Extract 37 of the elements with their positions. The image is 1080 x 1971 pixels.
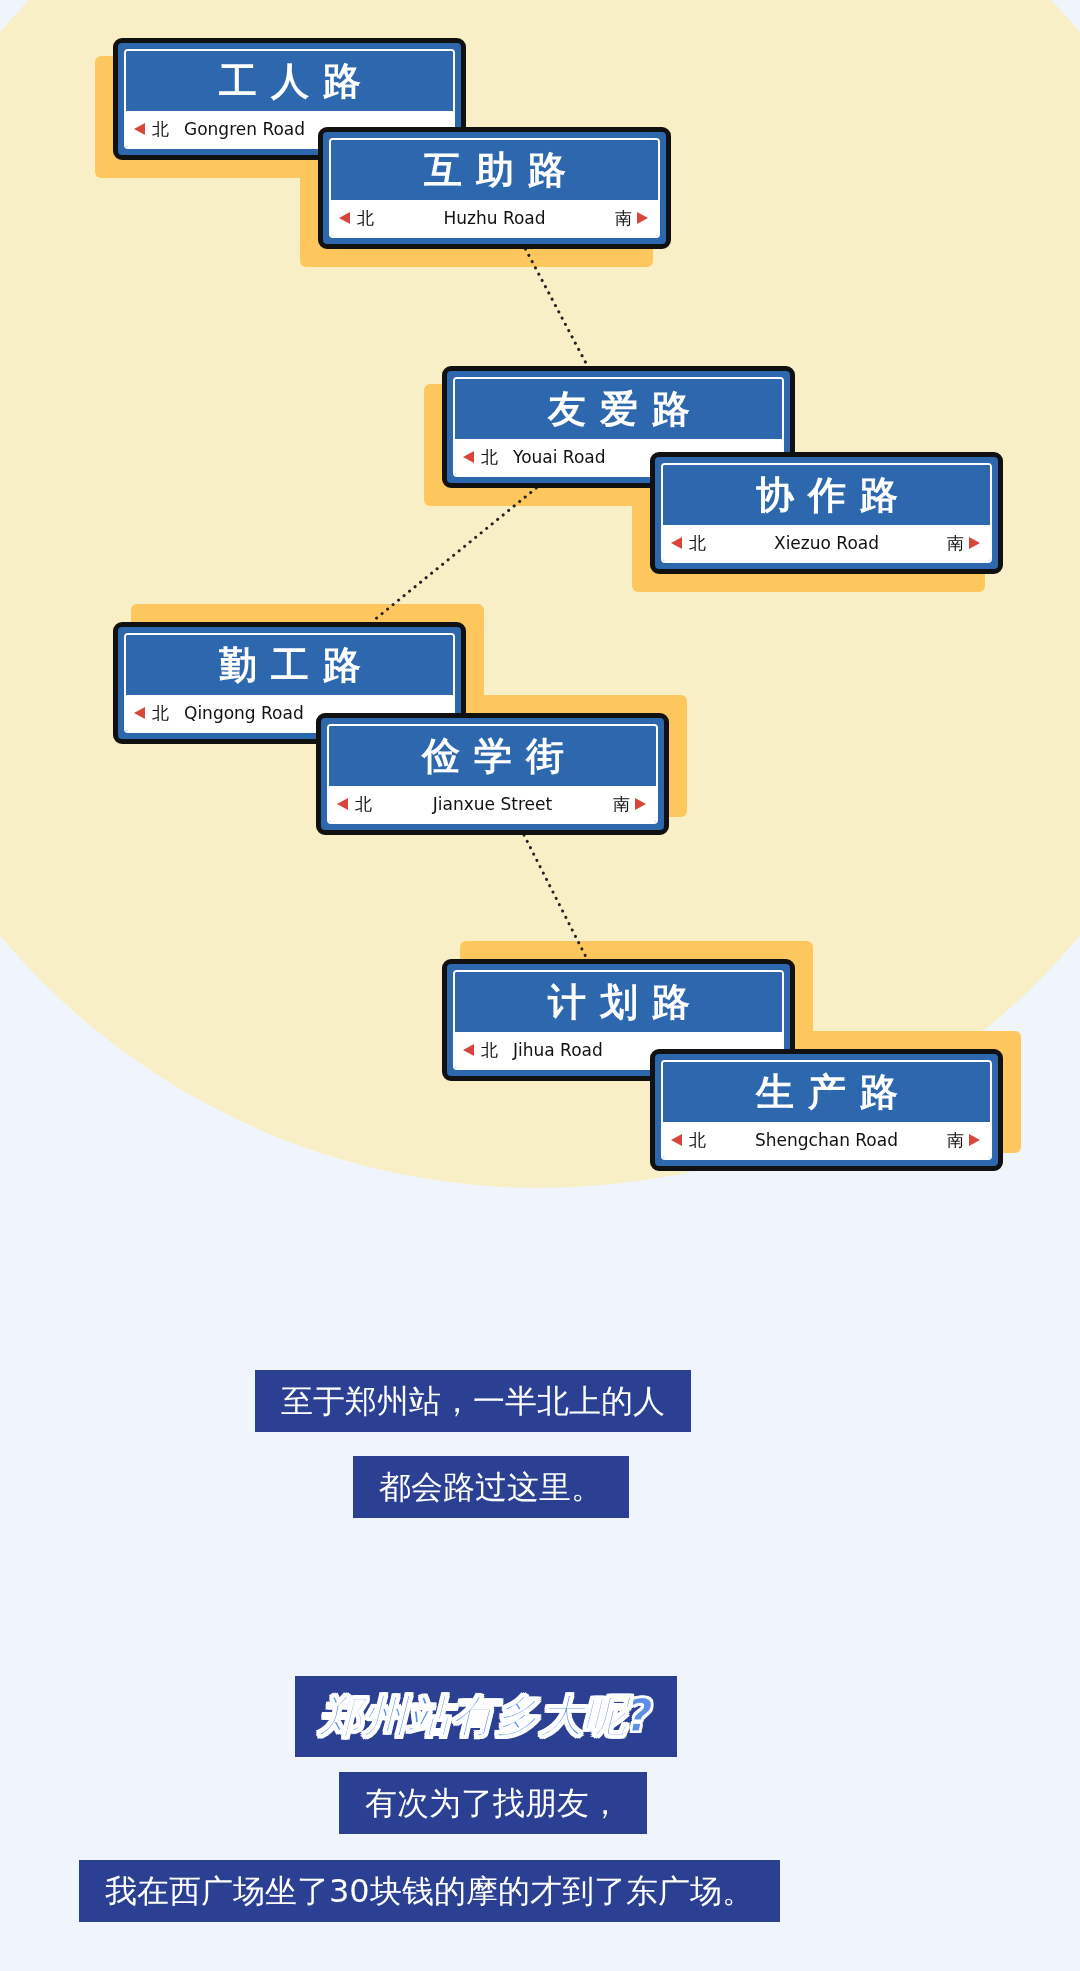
direction-text: 北 [355,795,372,813]
street-name: 友爱路 [546,389,705,428]
street-name: 协作路 [754,475,913,514]
street-sign [650,1049,1003,1171]
street-name: 俭学街 [420,736,579,775]
direction-text: 南 [613,795,630,813]
street-name: 生产路 [754,1072,913,1111]
direction-text: 北 [689,534,706,552]
street-name: 勤工路 [217,645,376,684]
street-name: 计划路 [546,982,705,1021]
english-name: Jianxue Street [432,795,553,813]
english-name: Xiezuo Road [774,534,879,552]
english-name: Huzhu Road [443,209,546,227]
direction-text: 北 [689,1131,706,1149]
street-name: 工人路 [217,61,376,100]
street-name: 互助路 [422,150,581,189]
direction-text: 北 [357,209,374,227]
street-sign [318,127,671,249]
english-name: Jihua Road [513,1041,603,1059]
caption-text: 至于郑州站，一半北上的人 [255,1370,691,1433]
direction-text: 南 [615,209,632,227]
english-name: Gongren Road [184,120,306,138]
direction-text: 北 [481,448,498,466]
direction-text: 南 [947,534,964,552]
street-sign [650,452,1003,574]
direction-text: 北 [152,704,169,722]
caption-text: 都会路过这里。 [353,1456,629,1519]
english-name: Shengchan Road [755,1131,898,1149]
direction-text: 南 [947,1131,964,1149]
caption-text: 有次为了找朋友， [339,1772,647,1835]
street-sign [316,713,669,835]
heading-text: 郑州站有多大呢? [295,1676,677,1757]
direction-text: 北 [152,120,169,138]
direction-text: 北 [481,1041,498,1059]
english-name: Youai Road [513,448,606,466]
caption-text: 我在西广场坐了30块钱的摩的才到了东广场。 [79,1860,780,1923]
english-name: Qingong Road [184,704,304,722]
